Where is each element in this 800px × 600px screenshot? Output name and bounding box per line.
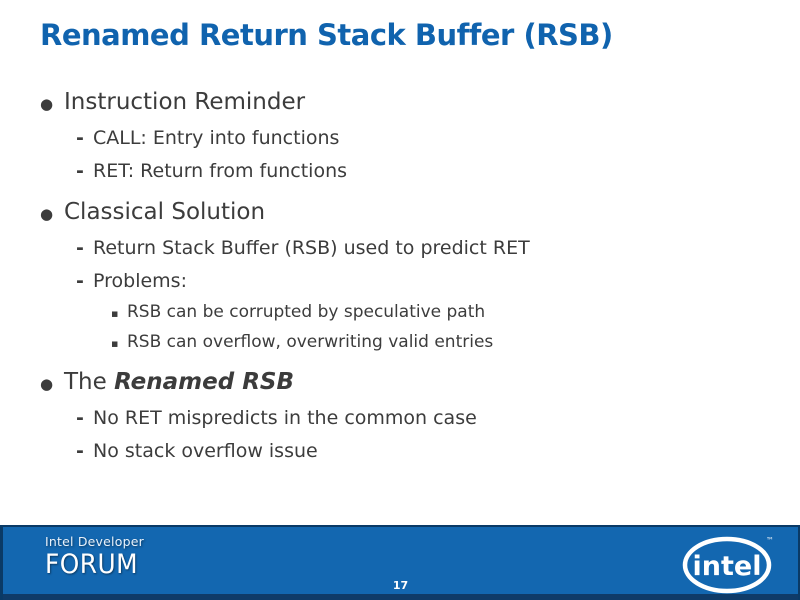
intel-logo: intel ™ bbox=[682, 536, 774, 594]
bullet-list: ●Instruction Reminder-CALL: Entry into f… bbox=[0, 86, 760, 468]
footer-bottom-strip bbox=[3, 594, 798, 600]
bullet-text: Return Stack Buffer (RSB) used to predic… bbox=[93, 237, 530, 259]
bullet-item: ▪ RSB can be corrupted by speculative pat… bbox=[0, 298, 760, 328]
intel-logo-text: intel bbox=[693, 551, 762, 582]
bullet-marker-icon: ▪ bbox=[111, 337, 119, 350]
bullet-item: ● The Renamed RSB bbox=[0, 366, 760, 400]
bullet-text: No RET mispredicts in the common case bbox=[93, 407, 477, 429]
bullet-marker-icon: - bbox=[76, 407, 84, 429]
bullet-text: RSB can overflow, overwriting valid entr… bbox=[127, 332, 494, 352]
bullet-marker-icon: - bbox=[76, 270, 84, 292]
slide-title: Renamed Return Stack Buffer (RSB) bbox=[40, 18, 613, 52]
bullet-marker-icon: ● bbox=[40, 375, 54, 393]
bullet-marker-icon: - bbox=[76, 160, 84, 182]
bullet-marker-icon: - bbox=[76, 127, 84, 149]
bullet-item: -RET: Return from functions bbox=[0, 155, 760, 188]
bullet-marker-icon: - bbox=[76, 237, 84, 259]
bullet-item: -No RET mispredicts in the common case bbox=[0, 402, 760, 435]
bullet-item: -Return Stack Buffer (RSB) used to predi… bbox=[0, 232, 760, 265]
bullet-text: No stack overflow issue bbox=[93, 440, 318, 462]
bullet-text: The Renamed RSB bbox=[64, 369, 294, 395]
intel-developer-forum-logo: Intel Developer FORUM bbox=[45, 534, 146, 580]
bullet-marker-icon: ● bbox=[40, 205, 54, 223]
bullet-item: -Problems: bbox=[0, 265, 760, 298]
idf-brand-line1: Intel Developer bbox=[45, 534, 144, 549]
page-number: 17 bbox=[392, 579, 409, 592]
bullet-text-emphasis: Renamed RSB bbox=[114, 369, 294, 395]
bullet-item: -No stack overflow issue bbox=[0, 435, 760, 468]
bullet-marker-icon: - bbox=[76, 440, 84, 462]
bullet-text: Classical Solution bbox=[64, 199, 266, 225]
idf-brand-line2: FORUM bbox=[45, 548, 139, 580]
bullet-item: ● Classical Solution bbox=[0, 196, 760, 230]
bullet-text: RET: Return from functions bbox=[93, 160, 348, 182]
intel-logo-swoosh bbox=[682, 536, 772, 594]
bullet-text: Instruction Reminder bbox=[64, 89, 306, 115]
bullet-item: ▪ RSB can overflow, overwriting valid ent… bbox=[0, 328, 760, 358]
bullet-marker-icon: ● bbox=[40, 95, 54, 113]
bullet-text: CALL: Entry into functions bbox=[93, 127, 340, 149]
bullet-text: Problems: bbox=[93, 270, 187, 292]
bullet-text: RSB can be corrupted by speculative path bbox=[127, 302, 486, 322]
bullet-item: -CALL: Entry into functions bbox=[0, 122, 760, 155]
footer-bar: Intel Developer FORUM 17 intel ™ bbox=[0, 525, 800, 600]
bullet-item: ● Instruction Reminder bbox=[0, 86, 760, 120]
bullet-marker-icon: ▪ bbox=[111, 307, 119, 320]
intel-logo-tm: ™ bbox=[766, 536, 774, 545]
